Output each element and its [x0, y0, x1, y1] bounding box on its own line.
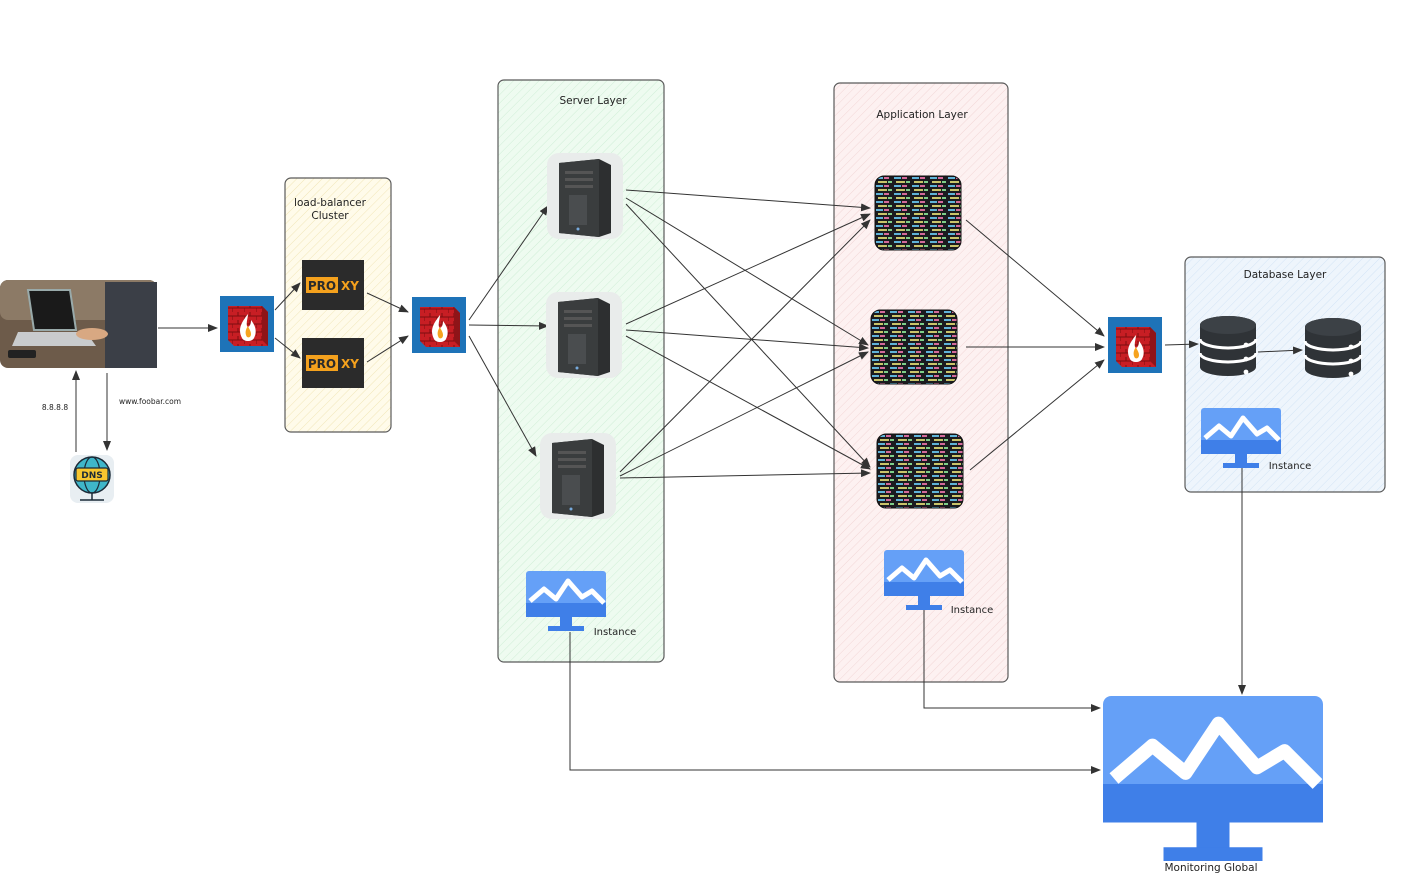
server-tower-2 — [546, 292, 622, 378]
firewall-icon-lb — [412, 297, 466, 353]
db-instance-label: Instance — [1269, 461, 1312, 472]
dns-icon-text: DNS — [81, 471, 103, 481]
application-layer-monitor: Instance — [884, 550, 993, 616]
server-tower-1 — [547, 153, 623, 239]
proxy-text-xy: XY — [341, 357, 359, 371]
server-monitor-to-global-arrow — [569, 632, 1101, 774]
database-icon-primary — [1198, 314, 1258, 378]
database-icon-replica — [1303, 316, 1363, 380]
server-layer-monitor: Instance — [526, 571, 636, 638]
proxy1-to-firewall-arrow — [366, 292, 409, 313]
server-tower-3 — [540, 433, 616, 519]
proxy2-to-firewall-arrow — [366, 335, 409, 363]
server-layer-title: Server Layer — [559, 95, 627, 107]
firewall-to-proxy2-arrow — [274, 337, 301, 359]
dns-query-label: 8.8.8.8 — [42, 403, 68, 412]
proxy-text-xy: XY — [341, 279, 359, 293]
dns-response-label: www.foobar.com — [119, 397, 181, 406]
firewall-to-server3-arrow — [468, 335, 537, 457]
database-layer-monitor: Instance — [1201, 408, 1311, 472]
firewall-to-proxy1-arrow — [274, 282, 301, 311]
firewall-to-server2-arrow — [468, 321, 549, 330]
database-layer-title: Database Layer — [1244, 269, 1327, 281]
load-balancer-title-line2: Cluster — [311, 210, 349, 222]
proxy-node-2: PRO XY — [302, 338, 364, 388]
db1-to-db2-arrow — [1257, 346, 1303, 355]
firewall-to-db1-arrow — [1164, 340, 1199, 349]
app1-to-firewall-arrow — [965, 219, 1105, 337]
proxy-node-1: PRO XY — [302, 260, 364, 310]
app-monitor-to-global-arrow — [923, 605, 1101, 712]
server-instance-label: Instance — [594, 627, 637, 638]
app-code-node-1 — [874, 175, 962, 251]
global-monitoring-icon — [1103, 696, 1323, 861]
app-code-node-3 — [876, 433, 964, 509]
global-monitoring-label: Monitoring Global — [1165, 862, 1258, 874]
firewall-icon-edge — [220, 296, 274, 352]
connectors — [72, 189, 1303, 774]
load-balancer-title-line1: load-balancer — [294, 197, 367, 209]
server-to-app-mesh — [619, 189, 871, 479]
client-laptop-photo — [0, 280, 157, 368]
app-instance-label: Instance — [951, 605, 994, 616]
app3-to-firewall-arrow — [969, 359, 1105, 471]
app-code-node-2 — [870, 309, 958, 385]
proxy-text-pro: PRO — [308, 357, 336, 371]
global-monitoring: Monitoring Global — [1103, 696, 1323, 874]
firewall-to-server1-arrow — [468, 205, 549, 321]
application-layer-title: Application Layer — [876, 109, 968, 121]
firewall-icon-db — [1108, 317, 1162, 373]
dns-server-icon: DNS — [70, 455, 114, 503]
proxy-text-pro: PRO — [308, 279, 336, 293]
